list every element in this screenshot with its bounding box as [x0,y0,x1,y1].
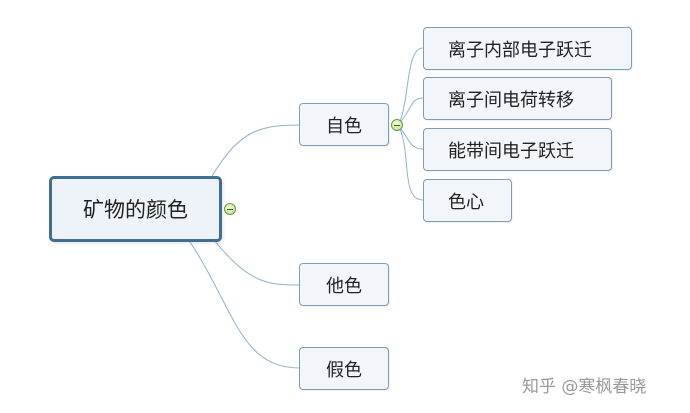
connector-zise-child-1 [397,47,424,126]
leaf-node-2[interactable]: 离子间电荷转移 [423,77,612,120]
branch-node-label: 自色 [326,115,362,137]
leaf-node-label: 色心 [448,191,484,213]
connector-root-tase [213,239,301,286]
branch-node-jiase[interactable]: 假色 [299,347,389,390]
collapse-root-icon[interactable] [224,203,236,215]
root-node-label: 矿物的颜色 [83,198,188,222]
leaf-node-label: 能带间电子跃迁 [448,140,574,162]
watermark: 知乎 @寒枫春晓 [522,377,647,397]
connector-zise-child-4 [397,124,424,201]
branch-node-zise[interactable]: 自色 [299,103,389,146]
connector-root-zise [211,124,301,177]
branch-node-label: 假色 [326,359,362,381]
connector-root-jiase [189,241,301,369]
branch-node-label: 他色 [326,275,362,297]
leaf-node-3[interactable]: 能带间电子跃迁 [423,128,612,171]
branch-node-tase[interactable]: 他色 [299,263,389,306]
leaf-node-label: 离子间电荷转移 [448,89,574,111]
leaf-node-label: 离子内部电子跃迁 [448,39,592,61]
root-node[interactable]: 矿物的颜色 [49,176,222,242]
collapse-zise-icon[interactable] [391,119,403,131]
leaf-node-1[interactable]: 离子内部电子跃迁 [423,27,632,70]
leaf-node-4[interactable]: 色心 [423,179,512,222]
